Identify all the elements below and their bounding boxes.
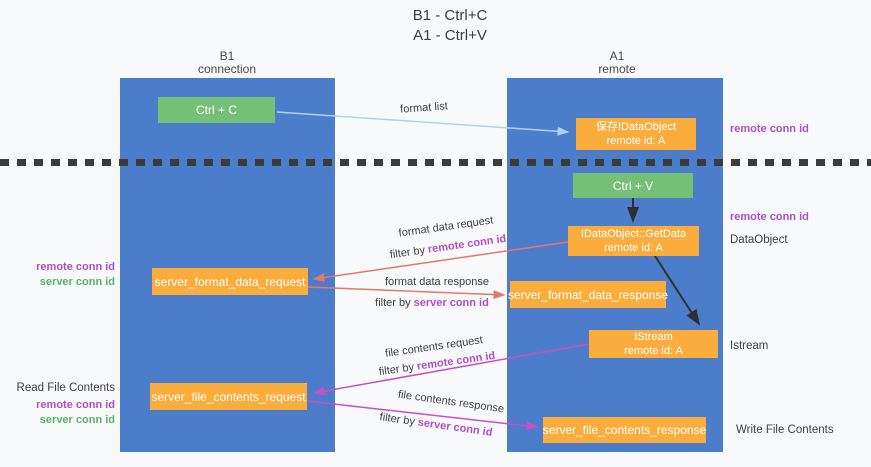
filter-by-text: filter by	[389, 244, 426, 262]
filter-by-text: filter by	[378, 411, 416, 428]
format-data-response-label: format data response	[385, 276, 489, 288]
write-file-contents-label: Write File Contents	[736, 424, 834, 436]
left-server-conn-id-top: server conn id	[39, 276, 115, 288]
lane-b1-title: B1	[219, 49, 235, 63]
file-contents-response-label: file contents response	[397, 388, 505, 416]
dataobject-label: DataObject	[730, 234, 788, 246]
remote-conn-id-text: remote conn id	[427, 232, 507, 256]
format-data-response-arrow	[307, 286, 506, 300]
dashed-divider	[0, 159, 871, 166]
server-file-contents-request-label: server_file_contents_request	[151, 389, 306, 404]
read-file-contents-label: Read File Contents	[16, 382, 115, 394]
left-remote-conn-id-bottom: remote conn id	[36, 399, 115, 411]
server-file-contents-response-label: server_file_contents_response	[542, 423, 707, 437]
ctrl-v-box: Ctrl + V	[573, 173, 693, 198]
server-format-data-response-label: server_format_data_response	[507, 287, 669, 302]
server-format-data-request-label: server_format_data_request	[154, 274, 306, 289]
title-line-2: A1 - Ctrl+V	[413, 27, 487, 44]
getdata-line2: remote id: A	[604, 242, 663, 254]
left-server-conn-id-bottom: server conn id	[39, 414, 115, 426]
lane-a1-title: A1	[609, 49, 625, 63]
ctrl-c-label: Ctrl + C	[195, 103, 237, 117]
server-conn-id-text: server conn id	[413, 297, 489, 309]
server-conn-id-text: server conn id	[416, 416, 494, 439]
lane-a1-subtitle: remote	[598, 62, 636, 76]
filter-by-text: filter by	[378, 361, 415, 379]
save-dataobject-line1: 保存IDataObject	[595, 121, 677, 133]
lane-header-a1: A1 remote	[537, 50, 697, 76]
right-remote-conn-id-top: remote conn id	[730, 123, 809, 135]
ctrl-v-label: Ctrl + V	[612, 178, 654, 193]
lane-header-b1: B1 connection	[147, 50, 307, 76]
istream-box: IStream remote id: A	[589, 330, 718, 358]
page-title: B1 - Ctrl+C A1 - Ctrl+V	[310, 6, 590, 46]
file-contents-response-filter-label: filter byserver conn id	[379, 411, 493, 439]
getdata-line1: IDataObject::GetData	[580, 228, 687, 240]
lane-b1-subtitle: connection	[197, 62, 257, 76]
server-format-data-response-box: server_format_data_response	[507, 281, 669, 308]
ctrl-c-box: Ctrl + C	[158, 97, 275, 123]
server-file-contents-response-box: server_file_contents_response	[543, 417, 706, 443]
istream-line1: IStream	[634, 331, 673, 343]
server-file-contents-request-box: server_file_contents_request	[150, 383, 307, 410]
save-dataobject-line2: remote id: A	[606, 135, 666, 147]
istream-line2: remote id: A	[624, 345, 683, 357]
getdata-box: IDataObject::GetData remote id: A	[568, 226, 699, 256]
right-remote-conn-id-mid: remote conn id	[730, 211, 809, 223]
left-remote-conn-id-top: remote conn id	[36, 261, 115, 273]
format-list-label: format list	[399, 100, 449, 116]
istream-side-label: Istream	[730, 340, 769, 352]
filter-by-text: filter by	[375, 297, 411, 309]
server-format-data-request-box: server_format_data_request	[152, 268, 308, 295]
title-line-1: B1 - Ctrl+C	[412, 7, 488, 24]
save-dataobject-box: 保存IDataObject remote id: A	[576, 118, 696, 150]
